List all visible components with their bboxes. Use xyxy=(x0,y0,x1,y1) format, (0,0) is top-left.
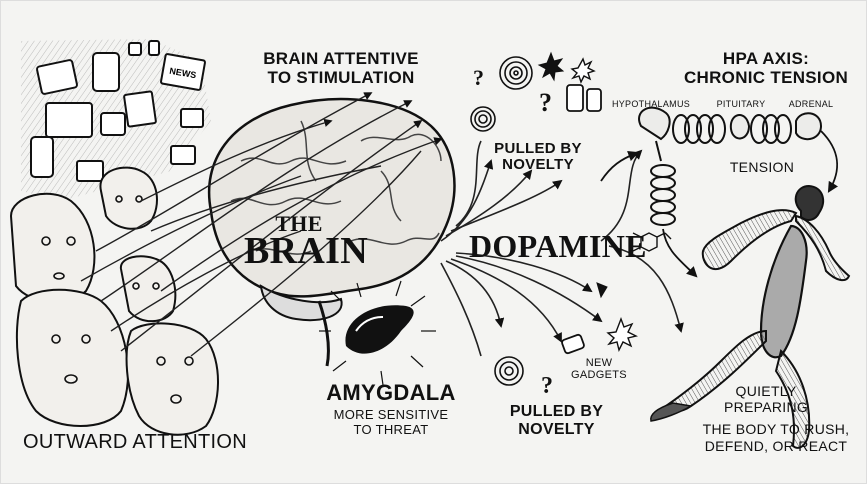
face-5 xyxy=(127,323,218,434)
phone-icon xyxy=(93,53,119,91)
news-icon xyxy=(124,91,156,127)
face-1 xyxy=(100,168,157,229)
spiral-icons xyxy=(471,57,532,385)
tension-label: TENSION xyxy=(717,159,807,175)
faces-group xyxy=(11,168,218,435)
phone-icon xyxy=(31,137,53,177)
face-3 xyxy=(121,256,175,321)
people-icon xyxy=(181,109,203,127)
face-4 xyxy=(17,290,128,426)
gadget-icon xyxy=(561,334,585,354)
chat-icon xyxy=(77,161,103,181)
quietly-preparing-label: QUIETLY PREPARING xyxy=(701,383,831,415)
hypothalamus-shape xyxy=(639,108,670,139)
question-mark-icon: ? xyxy=(539,88,552,117)
spiral-icon xyxy=(495,357,523,385)
brain-label: BRAIN xyxy=(241,231,371,271)
star-burst-icon xyxy=(539,53,563,80)
new-gadgets-label: NEW GADGETS xyxy=(569,357,629,381)
body-react-label: THE BODY TO RUSH, DEFEND, OR REACT xyxy=(691,421,861,455)
notification-icon xyxy=(129,43,141,55)
pulled-by-novelty-top-label: PULLED BY NOVELTY xyxy=(483,141,593,173)
pulled-by-novelty-bottom-label: PULLED BY NOVELTY xyxy=(499,403,614,439)
spiral-icon xyxy=(500,57,532,89)
gadget-icons xyxy=(561,85,601,354)
message-icon xyxy=(101,113,125,135)
pituitary-shape xyxy=(731,115,749,138)
outward-attention-label: OUTWARD ATTENTION xyxy=(23,433,283,452)
monitor-icon xyxy=(46,103,92,137)
pituitary-label: PITUITARY xyxy=(706,99,776,109)
amygdala-drawing xyxy=(319,281,436,385)
phone-icon xyxy=(587,89,601,111)
people-icon xyxy=(171,146,195,164)
amygdala-label: AMYGDALA xyxy=(316,381,466,405)
hpa-axis-label: HPA AXIS: CHRONIC TENSION xyxy=(681,49,851,87)
gadget-icon xyxy=(597,283,607,297)
question-mark-icon: ? xyxy=(541,373,553,399)
phone-icon xyxy=(36,60,77,95)
dopamine-label: DOPAMINE xyxy=(469,229,639,263)
star-burst-icon xyxy=(572,59,594,82)
spiral-icon xyxy=(471,107,495,131)
brain-attentive-label: BRAIN ATTENTIVE TO STIMULATION xyxy=(251,49,431,87)
face-2 xyxy=(11,194,94,302)
question-mark-icon: ? xyxy=(473,65,484,90)
adrenal-label: ADRENAL xyxy=(781,99,841,109)
phone-icon xyxy=(567,85,583,111)
hypothalamus-label: HYPOTHALAMUS xyxy=(606,99,696,109)
adrenal-shape xyxy=(796,113,821,139)
phone-icon xyxy=(149,41,159,55)
spine-coil xyxy=(651,165,675,225)
amygdala-sub-label: MORE SENSITIVE TO THREAT xyxy=(321,407,461,437)
star-burst-icon xyxy=(608,319,636,350)
